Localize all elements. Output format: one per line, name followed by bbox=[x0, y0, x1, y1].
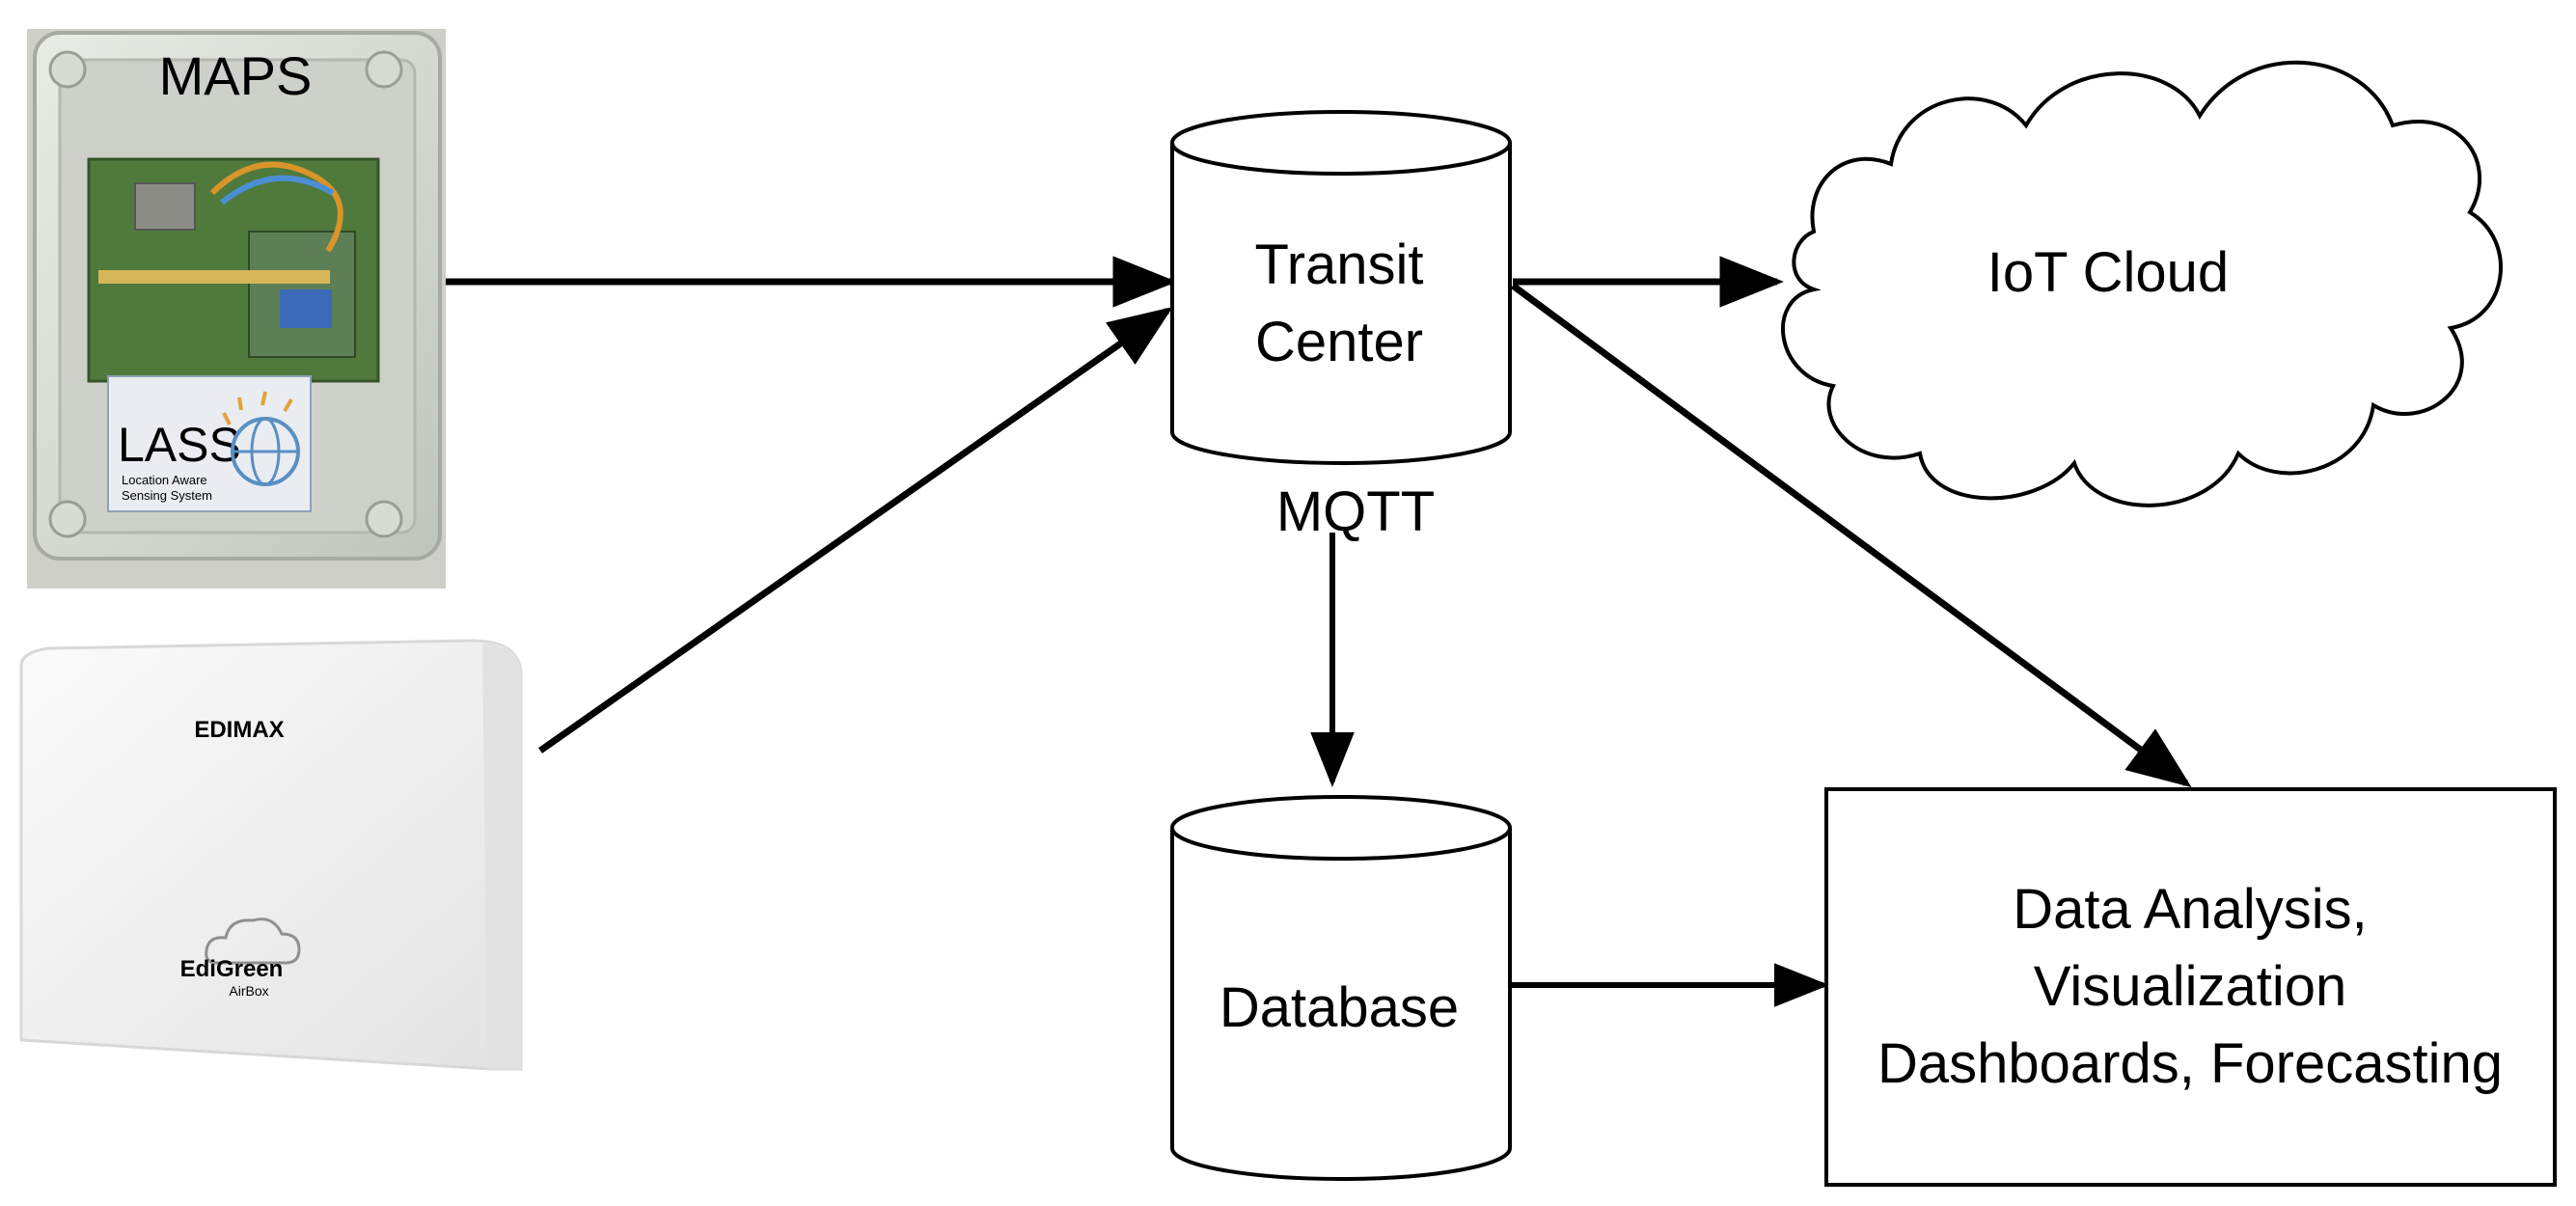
connectors bbox=[446, 256, 2192, 1007]
arrow-airbox-to-transit bbox=[537, 306, 1173, 754]
airbox-brand-logo: EDIMAX bbox=[194, 717, 284, 743]
airbox-body bbox=[19, 639, 523, 1071]
database-cylinder: Database bbox=[1170, 795, 1512, 1181]
maps-sticker-brand: LASS bbox=[118, 418, 241, 472]
cloud-shape bbox=[1780, 60, 2503, 507]
airbox-logo-subtext: AirBox bbox=[229, 983, 268, 999]
airbox-logo-text: EdiGreen bbox=[180, 956, 284, 982]
transit-center-label-line2: Center bbox=[1255, 311, 1423, 373]
maps-ethernet-port bbox=[134, 182, 196, 231]
globe-icon bbox=[222, 391, 300, 486]
maps-screw bbox=[48, 500, 87, 538]
maps-device-label: MAPS bbox=[159, 45, 313, 106]
maps-device: LASS Location Aware Sensing System MAPS bbox=[27, 29, 446, 589]
cloud-icon bbox=[205, 918, 301, 965]
transit-center-cylinder: Transit Center bbox=[1170, 110, 1512, 465]
analysis-box-outline bbox=[1824, 787, 2557, 1187]
maps-wires bbox=[209, 161, 343, 253]
database-top bbox=[1170, 795, 1512, 861]
iot-cloud-label: IoT Cloud bbox=[1987, 241, 2229, 304]
maps-screw bbox=[365, 50, 403, 89]
transit-center-body bbox=[1170, 143, 1512, 465]
airbox-side-panel bbox=[482, 642, 521, 1069]
database-label: Database bbox=[1219, 976, 1459, 1039]
maps-sensor-label bbox=[107, 375, 312, 512]
analysis-label-line1: Data Analysis, bbox=[2013, 878, 2368, 941]
maps-sticker-subtitle: Location Aware bbox=[122, 473, 207, 487]
maps-screw bbox=[48, 50, 87, 89]
maps-blue-module bbox=[280, 289, 332, 328]
mqtt-label: MQTT bbox=[1276, 480, 1435, 543]
transit-center-top bbox=[1170, 110, 1512, 176]
maps-sticker-subtitle: Sensing System bbox=[122, 488, 212, 503]
analysis-label-line2: Visualization bbox=[2034, 955, 2347, 1018]
analysis-label-line3: Dashboards, Forecasting bbox=[1877, 1032, 2503, 1095]
arrow-transit-to-analysis bbox=[1510, 283, 2192, 788]
transit-center-label-line1: Transit bbox=[1254, 233, 1423, 296]
maps-header-pins bbox=[98, 270, 330, 284]
database-body bbox=[1170, 828, 1512, 1181]
maps-screw bbox=[365, 500, 403, 538]
iot-cloud: IoT Cloud bbox=[1780, 60, 2503, 507]
maps-wires bbox=[220, 175, 335, 206]
airbox-device: EDIMAX EdiGreen AirBox bbox=[19, 639, 523, 1071]
analysis-box: Data Analysis, Visualization Dashboards,… bbox=[1824, 787, 2557, 1187]
